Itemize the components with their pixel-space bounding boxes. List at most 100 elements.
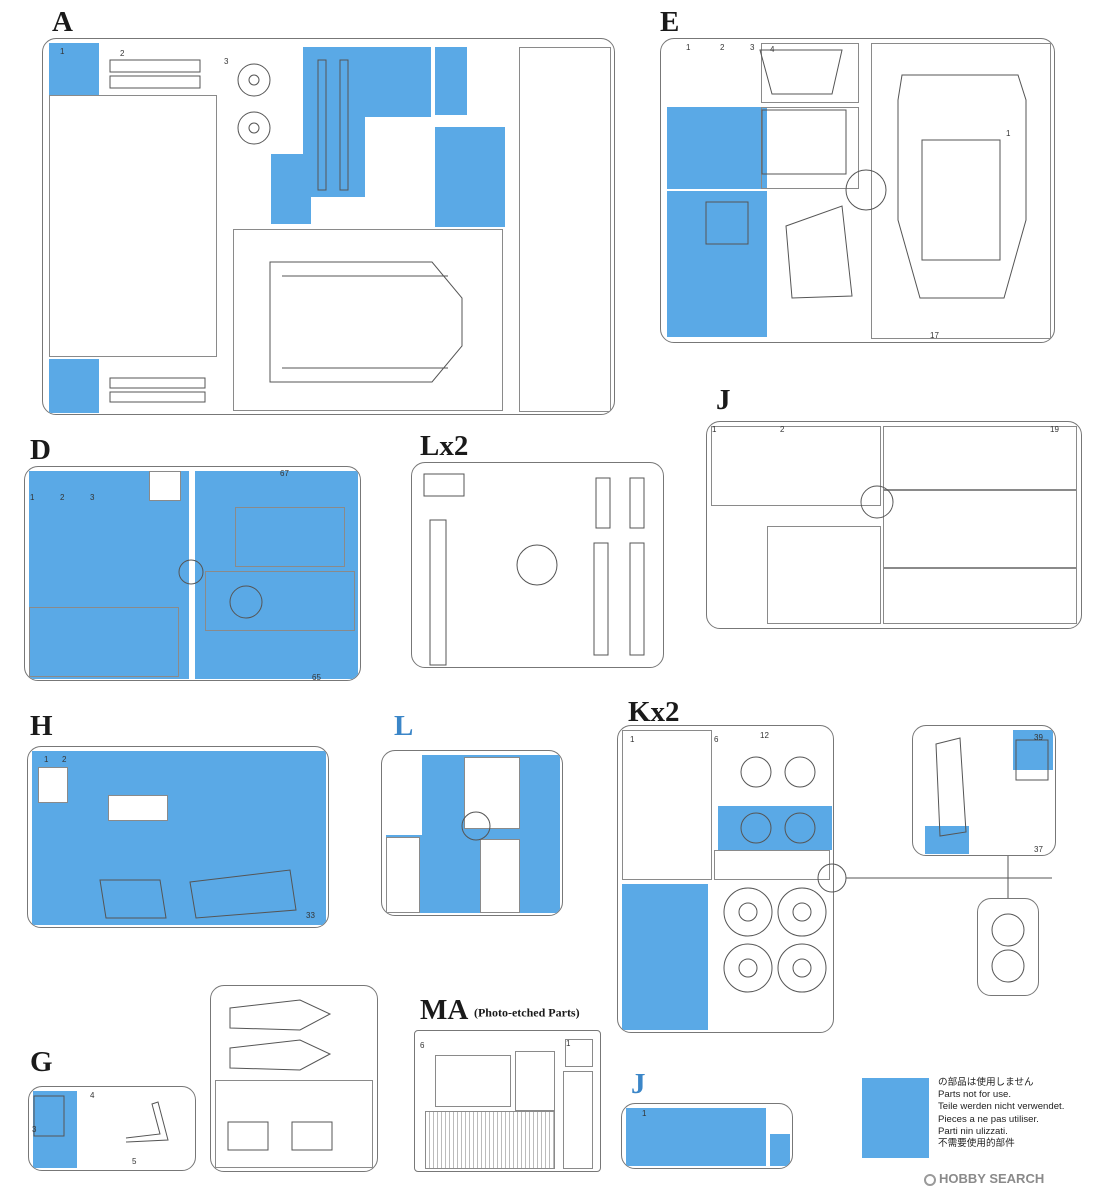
sprue-label-j: J — [716, 384, 731, 416]
sprue-g-right — [210, 985, 378, 1172]
svg-text:1: 1 — [60, 47, 65, 56]
svg-text:1: 1 — [630, 735, 635, 744]
watermark-text: HOBBY SEARCH — [939, 1171, 1045, 1186]
not-for-use-area — [195, 471, 358, 679]
sprue-j — [706, 421, 1082, 629]
not-for-use-area — [667, 191, 767, 337]
ma-photo-etched-note: (Photo-etched Parts) — [473, 1005, 580, 1020]
svg-text:4: 4 — [770, 45, 775, 54]
sprue-frame-cell — [761, 43, 859, 103]
svg-text:2: 2 — [120, 49, 125, 58]
sprue-frame-cell — [711, 426, 881, 506]
sprue-label-a: A — [52, 6, 73, 38]
sprue-frame-cell — [883, 490, 1077, 568]
sprue-frame-cell — [464, 757, 520, 829]
svg-text:39: 39 — [1034, 733, 1043, 742]
sprue-frame-cell — [883, 568, 1077, 624]
svg-text:4: 4 — [90, 1091, 95, 1100]
svg-text:19: 19 — [1050, 425, 1059, 434]
sprue-frame-cell — [714, 850, 830, 880]
sprue-label-kx2: Kx2 — [628, 696, 680, 728]
not-for-use-area — [49, 43, 99, 95]
legend-swatch-not-for-use — [862, 1078, 929, 1158]
sprue-label-e: E — [660, 6, 680, 38]
not-for-use-area — [363, 47, 431, 117]
sprue-ma — [414, 1030, 601, 1172]
sprue-a — [42, 38, 615, 415]
svg-text:3: 3 — [224, 57, 229, 66]
etched-part — [563, 1071, 593, 1169]
sprue-frame-cell — [108, 795, 168, 821]
not-for-use-area — [29, 471, 189, 679]
sprue-g — [28, 1086, 196, 1171]
sprue-label-l: L — [394, 710, 414, 742]
sprue-frame-cell — [386, 837, 420, 913]
not-for-use-area — [49, 359, 99, 413]
svg-text:37: 37 — [1034, 845, 1043, 854]
sprue-frame-cell — [871, 43, 1051, 339]
svg-text:5: 5 — [132, 1157, 137, 1166]
sprue-frame-cell — [149, 471, 181, 501]
sprue-frame-cell — [29, 607, 179, 677]
svg-text:6: 6 — [420, 1041, 425, 1050]
not-for-use-area — [622, 884, 708, 1030]
svg-text:2: 2 — [60, 493, 65, 502]
not-for-use-area — [33, 1091, 77, 1168]
sprue-label-h: H — [30, 710, 53, 742]
legend-text: の部品は使用しません Parts not for use. Teile werd… — [938, 1077, 1064, 1150]
not-for-use-area — [626, 1108, 766, 1166]
svg-text:2: 2 — [720, 43, 725, 52]
svg-text:1: 1 — [566, 1039, 571, 1048]
not-for-use-area — [435, 127, 505, 227]
sprue-frame-cell — [480, 839, 520, 913]
svg-text:2: 2 — [780, 425, 785, 434]
legend-line-french: Pieces a ne pas utiliser. — [938, 1113, 1039, 1125]
sprue-label-j2: J — [631, 1068, 646, 1100]
svg-text:1: 1 — [712, 425, 717, 434]
sprue-frame-cell — [205, 571, 355, 631]
not-for-use-area — [435, 47, 467, 115]
svg-text:1: 1 — [642, 1109, 647, 1118]
not-for-use-area — [271, 154, 311, 224]
sprue-j2 — [621, 1103, 793, 1169]
svg-text:6: 6 — [714, 735, 719, 744]
sprue-frame-cell — [38, 767, 68, 803]
svg-text:1: 1 — [686, 43, 691, 52]
sprue-label-lx2: Lx2 — [420, 430, 469, 462]
sprue-frame-cell — [233, 229, 503, 411]
not-for-use-area — [925, 826, 969, 854]
svg-text:1: 1 — [44, 755, 49, 764]
sprue-frame-cell — [235, 507, 345, 567]
sprue-d — [24, 466, 361, 681]
sprue-frame-cell — [215, 1080, 373, 1168]
svg-text:12: 12 — [760, 731, 769, 740]
not-for-use-area — [1013, 730, 1053, 770]
svg-text:33: 33 — [306, 911, 315, 920]
sprue-frame-cell — [883, 426, 1077, 490]
not-for-use-area — [667, 107, 767, 189]
legend-line-german: Teile werden nicht verwendet. — [938, 1101, 1065, 1113]
legend-line-italian: Parti nin ulizzati. — [938, 1125, 1008, 1137]
sprue-frame-cell — [49, 95, 217, 357]
watermark-logo-icon — [924, 1173, 936, 1186]
svg-text:65: 65 — [312, 673, 321, 682]
etched-part — [425, 1111, 555, 1169]
not-for-use-area — [32, 751, 326, 925]
sprue-frame-cell — [767, 526, 881, 624]
sprue-l — [381, 750, 563, 916]
svg-text:3: 3 — [90, 493, 95, 502]
svg-text:2: 2 — [62, 755, 67, 764]
sprue-label-g: G — [30, 1046, 53, 1078]
sprue-h — [27, 746, 329, 928]
svg-text:1: 1 — [1006, 129, 1011, 138]
sprue-label-ma: MA (Photo-etched Parts) — [420, 996, 580, 1025]
sprue-label-d: D — [30, 434, 51, 466]
svg-text:17: 17 — [930, 331, 939, 340]
svg-text:3: 3 — [750, 43, 755, 52]
legend-line-chinese: 不需要使用的部件 — [938, 1138, 1015, 1150]
watermark: HOBBY SEARCH — [924, 1171, 1044, 1186]
sprue-frame-cell — [622, 730, 712, 880]
etched-part — [565, 1039, 593, 1067]
sprue-frame-cell — [519, 47, 611, 412]
not-for-use-area — [770, 1134, 790, 1166]
